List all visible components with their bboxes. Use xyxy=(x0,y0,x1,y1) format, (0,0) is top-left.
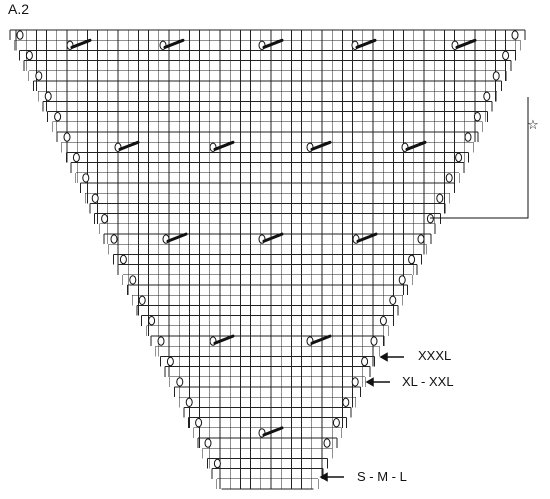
yarn-over-icon xyxy=(408,254,416,265)
yarn-over-icon xyxy=(157,336,165,346)
decrease-icon xyxy=(451,38,477,50)
yarn-over-icon xyxy=(323,438,331,448)
yarn-over-icon xyxy=(483,91,491,102)
yarn-over-icon xyxy=(44,91,52,102)
yarn-over-icon xyxy=(351,377,359,387)
decrease-icon xyxy=(258,38,284,50)
yarn-over-icon xyxy=(138,295,146,305)
yarn-over-marks xyxy=(16,30,519,469)
decrease-icon xyxy=(306,334,332,346)
yarn-over-icon xyxy=(25,50,33,61)
arrow-left-icon xyxy=(319,472,344,482)
yarn-over-icon xyxy=(445,173,453,183)
yarn-over-icon xyxy=(166,356,174,367)
decrease-icon xyxy=(209,334,235,346)
yarn-over-icon xyxy=(185,397,193,407)
yarn-over-icon xyxy=(361,356,369,367)
yarn-over-icon xyxy=(342,397,350,407)
yarn-over-icon xyxy=(398,275,406,285)
yarn-over-icon xyxy=(417,234,425,244)
decrease-icon xyxy=(401,140,427,153)
decrease-icon xyxy=(306,140,332,153)
decrease-icon xyxy=(209,140,235,153)
yarn-over-icon xyxy=(35,71,43,81)
decrease-icon xyxy=(352,232,378,244)
yarn-over-icon xyxy=(511,30,519,40)
arrow-left-icon xyxy=(365,377,390,387)
yarn-over-icon xyxy=(110,234,118,244)
yarn-over-icon xyxy=(101,214,109,224)
decrease-icon xyxy=(258,232,284,244)
size-label-s-m-l: S - M - L xyxy=(357,469,407,484)
chart-grid xyxy=(9,29,526,490)
yarn-over-icon xyxy=(492,71,500,81)
yarn-over-icon xyxy=(332,418,340,428)
yarn-over-icon xyxy=(195,418,203,428)
star-icon: ☆ xyxy=(527,118,539,133)
yarn-over-icon xyxy=(148,316,156,326)
yarn-over-icon xyxy=(63,132,71,142)
yarn-over-icon xyxy=(389,295,397,305)
yarn-over-icon xyxy=(464,132,472,142)
yarn-over-icon xyxy=(213,458,221,469)
decrease-icon xyxy=(351,38,377,50)
repeat-bracket xyxy=(430,97,529,219)
yarn-over-icon xyxy=(16,30,24,40)
yarn-over-icon xyxy=(91,193,99,204)
yarn-over-icon xyxy=(455,152,463,163)
size-label-xl-xxl: XL - XXL xyxy=(402,374,454,389)
decrease-marks xyxy=(66,38,477,438)
decrease-icon xyxy=(159,38,185,50)
yarn-over-icon xyxy=(426,214,434,224)
yarn-over-icon xyxy=(129,275,137,285)
size-label-xxxl: XXXL xyxy=(418,348,452,363)
yarn-over-icon xyxy=(370,336,378,346)
yarn-over-icon xyxy=(72,152,80,163)
yarn-over-icon xyxy=(176,377,184,387)
yarn-over-icon xyxy=(473,112,481,122)
yarn-over-icon xyxy=(82,173,90,183)
yarn-over-icon xyxy=(436,193,444,204)
chart-title: A.2 xyxy=(8,1,30,17)
yarn-over-icon xyxy=(502,50,510,61)
decrease-icon xyxy=(114,140,140,153)
yarn-over-icon xyxy=(379,316,387,326)
decrease-icon xyxy=(258,426,284,438)
arrow-left-icon xyxy=(379,352,404,362)
decrease-icon xyxy=(66,38,92,50)
yarn-over-icon xyxy=(54,112,62,122)
yarn-over-icon xyxy=(119,254,127,265)
yarn-over-icon xyxy=(204,438,212,448)
decrease-icon xyxy=(162,232,188,244)
